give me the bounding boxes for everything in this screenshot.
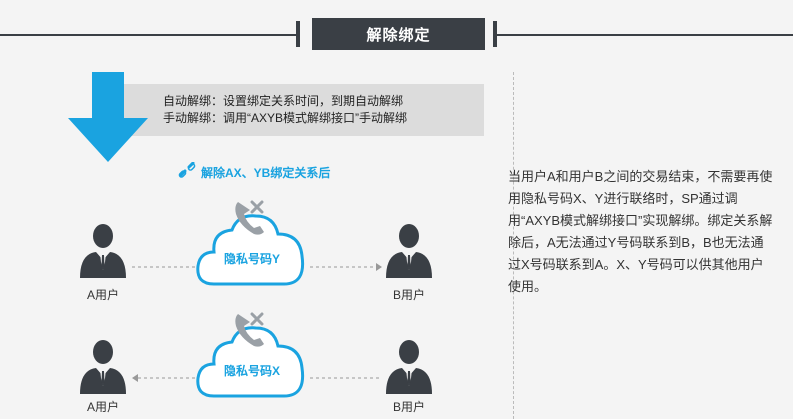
- banner-tick-left: [296, 21, 300, 47]
- banner-title: 解除绑定: [366, 26, 431, 44]
- cloud-label-top: 隐私号码Y: [223, 252, 280, 266]
- person-icon-b-top: [384, 222, 434, 278]
- auto-unbind-note: 自动解绑：设置绑定关系时间，到期自动解绑: [163, 94, 404, 108]
- person-icon-b-bottom: [384, 338, 434, 394]
- manual-unbind-note: 手动解绑：调用“AXYB模式解绑接口”手动解绑: [163, 111, 408, 125]
- banner-line-right: [497, 34, 793, 36]
- dashed-line-bottom: [132, 374, 382, 382]
- user-b-label-top: B用户: [392, 288, 425, 302]
- person-icon-a-bottom: [78, 338, 128, 394]
- banner-line-left: [0, 34, 300, 36]
- phone-disabled-icon-bottom: [232, 310, 268, 350]
- unbind-note-box: 自动解绑：设置绑定关系时间，到期自动解绑 手动解绑：调用“AXYB模式解绑接口”…: [107, 84, 484, 136]
- broken-link-icon: [178, 162, 196, 178]
- banner-tick-right: [493, 21, 497, 47]
- person-icon-a-top: [78, 222, 128, 278]
- dashed-line-top: [132, 263, 382, 271]
- cloud-label-bottom: 隐私号码X: [223, 364, 280, 378]
- user-a-label-bottom: A用户: [86, 400, 119, 414]
- phone-disabled-icon-top: [232, 198, 268, 238]
- down-arrow-icon: [68, 72, 148, 162]
- user-b-label-bottom: B用户: [392, 400, 425, 414]
- user-a-label-top: A用户: [86, 288, 119, 302]
- step-title: 解除AX、YB绑定关系后: [201, 166, 331, 180]
- section-banner: 解除绑定: [312, 18, 485, 50]
- description-text: 当用户A和用户B之间的交易结束，不需要再使用隐私号码X、Y进行联络时，SP通过调…: [508, 169, 773, 294]
- vertical-divider: [513, 72, 514, 419]
